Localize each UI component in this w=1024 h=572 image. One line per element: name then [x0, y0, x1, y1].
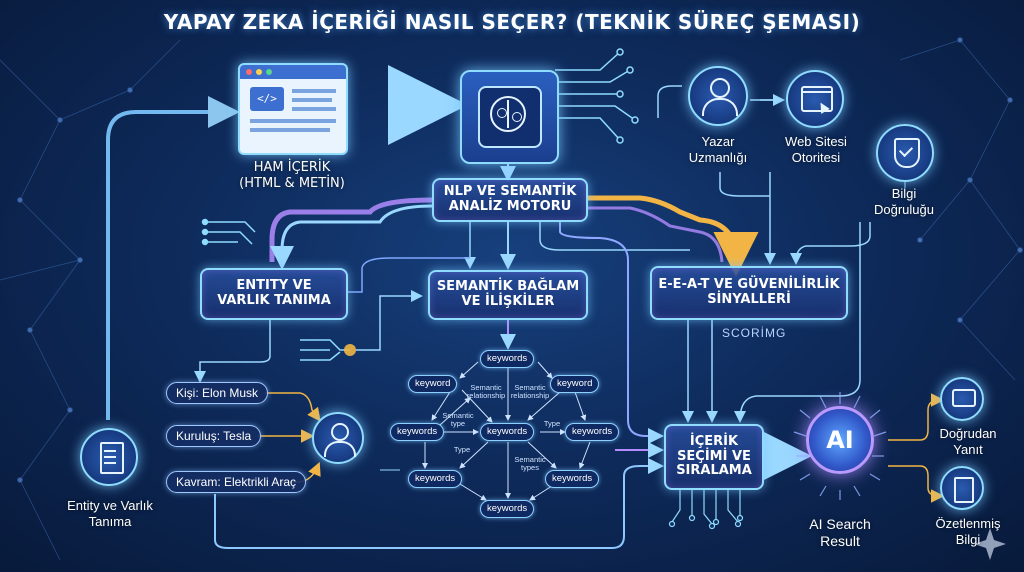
- raw-content-line1: HAM İÇERİK: [253, 160, 331, 175]
- entity-concept-pill: Kavram: Elektrikli Araç: [166, 471, 307, 493]
- edge-label-type-2: Type: [453, 445, 471, 454]
- raw-content-line2: (HTML & METİN): [239, 175, 345, 191]
- keyword-node-left-upper: keyword: [408, 375, 458, 393]
- keyword-node-right-lower: keywords: [545, 470, 600, 488]
- edge-label-semantic-relationship-2: Semantic relationship: [510, 383, 550, 400]
- ai-search-result-node: AI: [806, 406, 874, 474]
- author-expertise-label: Yazar Uzmanlığı: [672, 134, 764, 165]
- website-authority-icon: [786, 70, 844, 128]
- content-selection-box: İÇERİK SEÇİMİ VE SIRALAMA: [664, 424, 764, 490]
- semantic-box-line2: VE İLİŞKİLER: [461, 294, 555, 309]
- edge-label-semantic-relationship-1: Semantic relationship: [466, 383, 506, 400]
- ai-badge: AI: [826, 426, 854, 454]
- accuracy-line2: Doğruluğu: [874, 201, 934, 217]
- eeat-box-line2: SİNYALLERİ: [707, 292, 791, 307]
- author-line1: Yazar: [701, 134, 735, 149]
- accuracy-line1: Bilgi: [891, 186, 917, 201]
- summary-document-icon: [940, 466, 984, 510]
- raw-content-label: HAM İÇERİK (HTML & METİN): [222, 160, 362, 191]
- entity-recognition-box: ENTITY VE VARLIK TANIMA: [200, 268, 348, 320]
- nlp-engine-line2: ANALİZ MOTORU: [448, 199, 572, 214]
- edge-label-semantic-types: Semantic types: [514, 455, 546, 472]
- eeat-signals-box: E-E-A-T VE GÜVENİLİRLİK SİNYALLERİ: [650, 266, 848, 320]
- direct-answer-line2: Yanıt: [953, 441, 983, 457]
- summary-line2: Bilgi: [955, 531, 981, 547]
- keyword-node-left-lower: keywords: [408, 470, 463, 488]
- semantic-context-box: SEMANTİK BAĞLAM VE İLİŞKİLER: [428, 270, 588, 320]
- site-line1: Web Sitesi: [785, 134, 847, 149]
- speech-bubble-icon: [940, 377, 984, 421]
- author-line2: Uzmanlığı: [688, 149, 748, 165]
- keyword-node-center: keywords: [480, 423, 535, 441]
- direct-answer-label: Doğrudan Yanıt: [918, 426, 1018, 457]
- person-icon: [312, 412, 364, 464]
- selection-box-line3: SIRALAMA: [676, 463, 752, 479]
- entity-box-line1: ENTITY VE: [236, 278, 312, 294]
- document-icon: [80, 428, 138, 486]
- scoring-label: SCORİMG: [722, 326, 787, 340]
- keyword-node-right-upper: keyword: [550, 375, 600, 393]
- shield-check-icon: [876, 124, 934, 182]
- semantic-box-line1: SEMANTİK BAĞLAM: [436, 279, 580, 295]
- summarized-info-label: Özetlenmiş Bilgi: [918, 516, 1018, 547]
- entity-organization-pill: Kuruluş: Tesla: [166, 425, 262, 447]
- entity-person-pill: Kişi: Elon Musk: [166, 382, 269, 404]
- website-authority-label: Web Sitesi Otoritesi: [768, 134, 864, 165]
- author-expertise-icon: [688, 66, 748, 126]
- selection-box-line2: SEÇİMİ VE: [677, 448, 751, 464]
- selection-box-line1: İÇERİK: [689, 433, 739, 449]
- nlp-engine-box: NLP VE SEMANTİK ANALİZ MOTORU: [432, 178, 588, 222]
- ai-result-line1: AI Search: [809, 516, 871, 532]
- brain-icon: [490, 96, 526, 132]
- entity-doc-label: Entity ve Varlık Tanıma: [50, 498, 170, 529]
- edge-label-semantic-type-1: Semantic type: [442, 411, 474, 428]
- direct-answer-line1: Doğrudan: [939, 426, 997, 441]
- keyword-node-top: keywords: [480, 350, 535, 368]
- ai-chip-icon: [460, 70, 559, 164]
- entity-box-line2: VARLIK TANIMA: [217, 293, 331, 308]
- keyword-node-right-mid: keywords: [565, 423, 620, 441]
- ai-search-result-label: AI Search Result: [790, 516, 890, 550]
- ai-result-line2: Result: [820, 532, 860, 549]
- keyword-node-bottom: keywords: [480, 500, 535, 518]
- entity-doc-line1: Entity ve Varlık: [67, 498, 153, 513]
- browser-window-icon: </>: [238, 63, 348, 155]
- edge-label-type-1: Type: [543, 419, 561, 428]
- code-icon: </>: [250, 87, 284, 111]
- entity-doc-line2: Tanıma: [88, 513, 132, 529]
- diagram-title: YAPAY ZEKA İÇERİĞİ NASIL SEÇER? (TEKNİK …: [163, 10, 861, 34]
- eeat-box-line1: E-E-A-T VE GÜVENİLİRLİK: [658, 277, 840, 293]
- site-line2: Otoritesi: [791, 149, 841, 165]
- summary-line1: Özetlenmiş: [935, 516, 1001, 531]
- keyword-node-left-mid: keywords: [390, 423, 445, 441]
- nlp-engine-line1: NLP VE SEMANTİK: [443, 184, 577, 200]
- information-accuracy-label: Bilgi Doğruluğu: [858, 186, 950, 217]
